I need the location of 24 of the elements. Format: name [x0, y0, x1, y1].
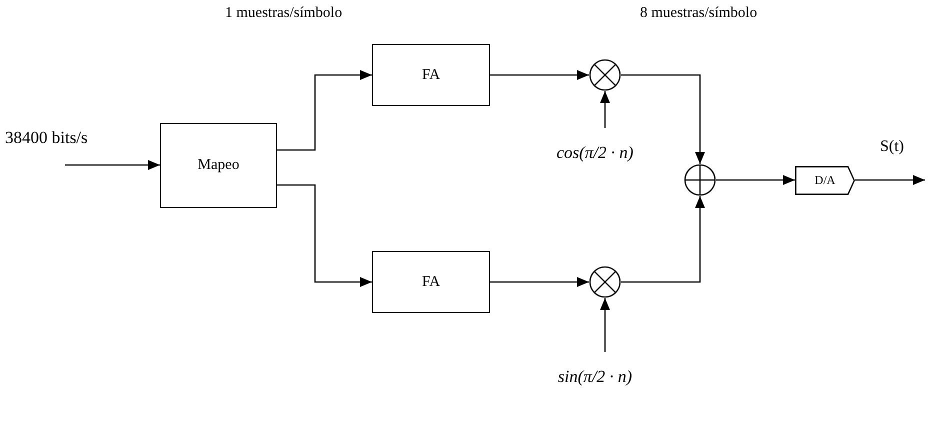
- carrier-formula: sin(π/2 · n): [558, 367, 632, 387]
- arrow: [716, 175, 795, 185]
- edge-label: 38400 bits/s: [5, 128, 88, 148]
- rate-note: 1 muestras/símbolo: [225, 5, 342, 22]
- arrow: [621, 196, 705, 283]
- arrow: [621, 74, 705, 164]
- box-label: D/A: [814, 173, 836, 188]
- arrow: [600, 298, 610, 352]
- carrier-formula: cos(π/2 · n): [556, 143, 634, 163]
- arrow: [490, 70, 589, 80]
- box-label: FA: [422, 66, 440, 84]
- arrow: [600, 91, 610, 128]
- arrow: [277, 70, 372, 151]
- rate-note: 8 muestras/símbolo: [640, 5, 758, 22]
- arrow: [855, 175, 925, 185]
- arrow: [65, 160, 160, 170]
- box-label: Mapeo: [198, 157, 240, 174]
- process-box: [372, 251, 490, 313]
- box-label: FA: [422, 274, 440, 290]
- arrow: [490, 277, 589, 287]
- edge-label: S(t): [880, 138, 904, 156]
- arrow: [277, 184, 372, 287]
- process-box: [160, 123, 277, 208]
- process-box: [372, 44, 490, 106]
